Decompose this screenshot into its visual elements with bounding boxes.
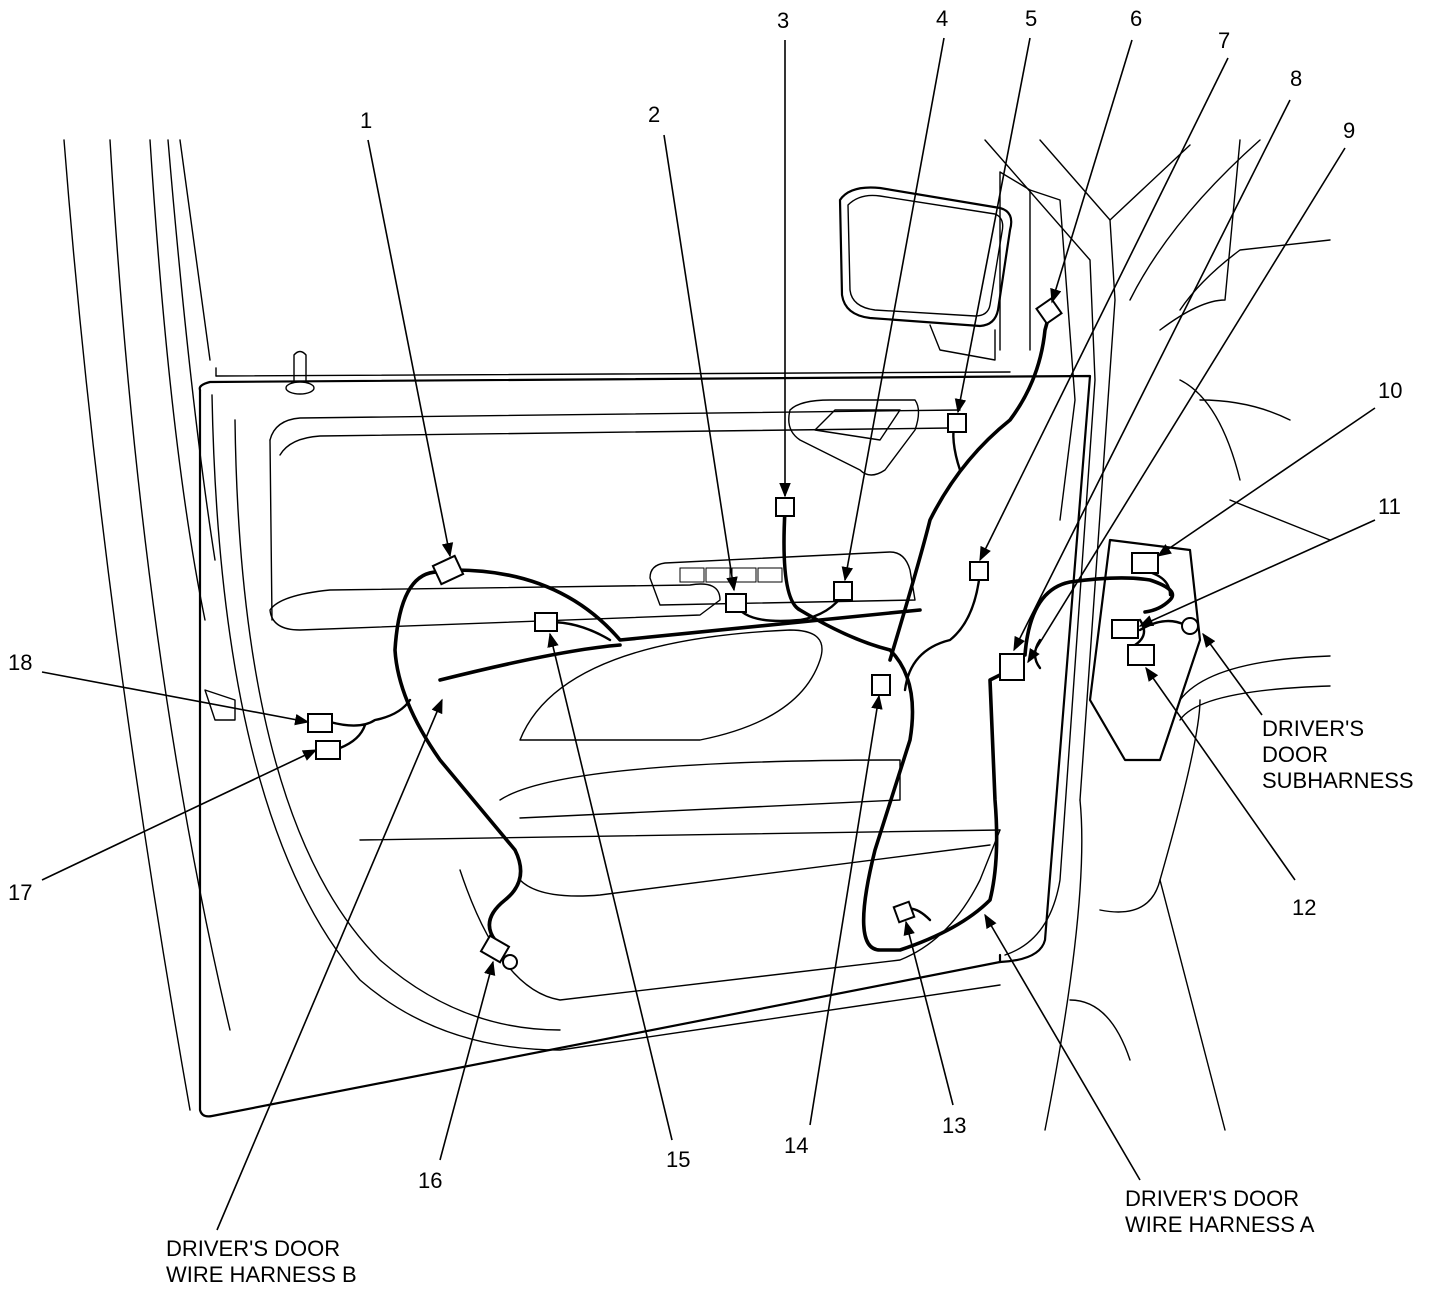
callout-6: 6 xyxy=(1130,6,1142,31)
connector-8 xyxy=(999,653,1025,681)
connector-11 xyxy=(1111,619,1139,639)
connector-1 xyxy=(431,554,465,586)
connector-13 xyxy=(892,900,916,924)
harness-a-label-line-2: WIRE HARNESS A xyxy=(1125,1212,1315,1237)
connector-15 xyxy=(534,612,558,632)
callout-8: 8 xyxy=(1290,66,1302,91)
callout-18: 18 xyxy=(8,650,32,675)
connector-17 xyxy=(315,740,341,760)
callout-11: 11 xyxy=(1378,494,1401,519)
connector-5 xyxy=(947,413,967,433)
subharness-label-line-2: DOOR xyxy=(1262,742,1328,767)
harness-b-label-line-2: WIRE HARNESS B xyxy=(166,1262,357,1287)
connector-7 xyxy=(969,561,989,581)
callout-9: 9 xyxy=(1343,118,1355,143)
callout-15: 15 xyxy=(666,1147,690,1172)
connector-4 xyxy=(833,581,853,601)
connector-14 xyxy=(871,674,891,696)
callout-5: 5 xyxy=(1025,6,1037,31)
callout-12: 12 xyxy=(1292,895,1316,920)
callout-16: 16 xyxy=(418,1168,442,1193)
harness-a-label-line-1: DRIVER'S DOOR xyxy=(1125,1186,1299,1211)
callout-13: 13 xyxy=(942,1113,966,1138)
callout-numbers: 1 2 3 4 5 6 7 8 9 10 11 12 13 14 15 16 1… xyxy=(8,6,1402,1193)
callout-17: 17 xyxy=(8,880,32,905)
callout-7: 7 xyxy=(1218,28,1230,53)
door-outline xyxy=(63,139,1331,1131)
connector-18 xyxy=(307,713,333,733)
callout-2: 2 xyxy=(648,102,660,127)
callout-4: 4 xyxy=(936,6,948,31)
connector-10 xyxy=(1131,552,1159,574)
connector-3 xyxy=(775,497,795,517)
captions: DRIVER'S DOOR WIRE HARNESS A DRIVER'S DO… xyxy=(166,716,1414,1287)
callout-3: 3 xyxy=(777,8,789,33)
connector-2 xyxy=(725,593,747,613)
connector-6 xyxy=(1035,297,1063,325)
subharness-label-line-1: DRIVER'S xyxy=(1262,716,1364,741)
leader-lines xyxy=(41,37,1376,1231)
subharness-label-line-3: SUBHARNESS xyxy=(1262,768,1414,793)
harness-b-label-line-1: DRIVER'S DOOR xyxy=(166,1236,340,1261)
callout-10: 10 xyxy=(1378,378,1402,403)
callout-1: 1 xyxy=(360,108,372,133)
connector-12 xyxy=(1127,644,1155,666)
callout-14: 14 xyxy=(784,1133,808,1158)
connector-16 xyxy=(479,934,511,964)
